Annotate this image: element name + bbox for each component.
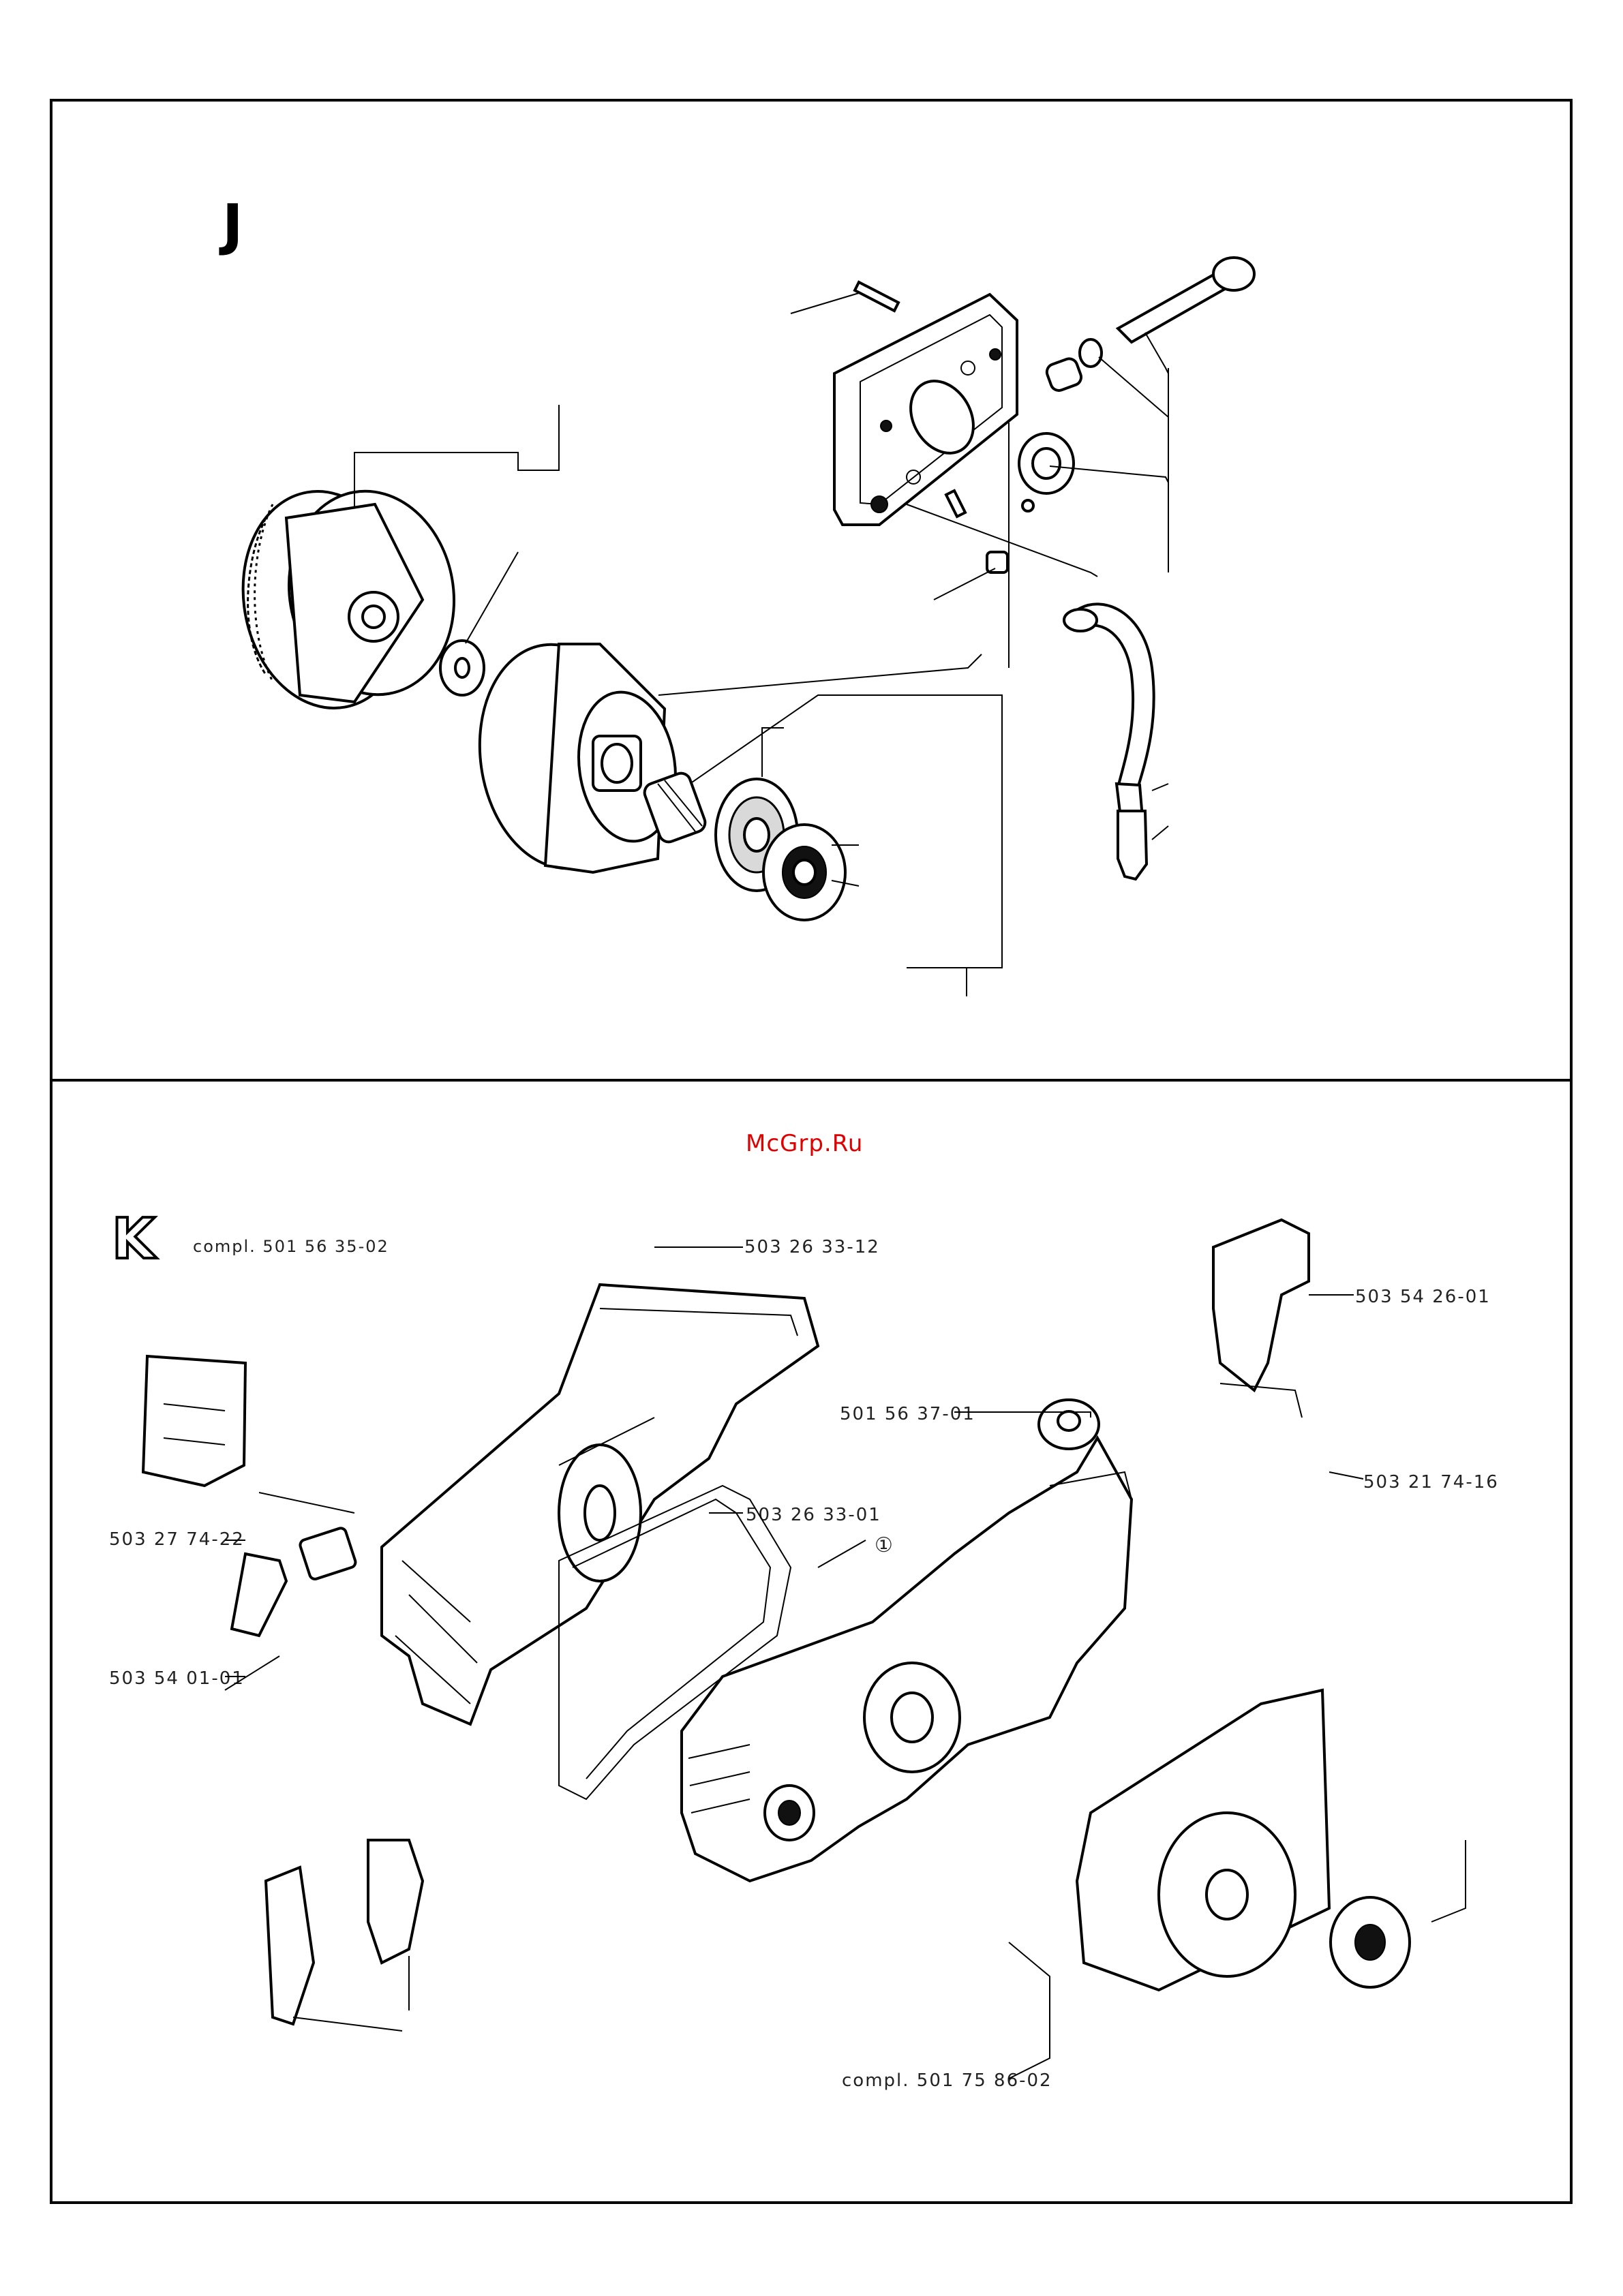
k-intake-elbow bbox=[1213, 1220, 1309, 1418]
k-starter-pulley bbox=[1331, 1897, 1410, 1987]
k-clutch-cover bbox=[1077, 1690, 1329, 1990]
j-pump-worm-gear bbox=[1019, 258, 1254, 493]
j-clutch-drum bbox=[466, 634, 684, 879]
j-rim-sprocket bbox=[763, 825, 845, 920]
j-oil-pump-housing bbox=[834, 294, 1017, 525]
k-buffer bbox=[1039, 1400, 1099, 1449]
k-crankcase-half-right bbox=[682, 1438, 1132, 1881]
j-oil-hose bbox=[1064, 604, 1168, 879]
k-left-parts bbox=[143, 1356, 423, 2031]
j-clutch-assembly bbox=[226, 478, 470, 721]
